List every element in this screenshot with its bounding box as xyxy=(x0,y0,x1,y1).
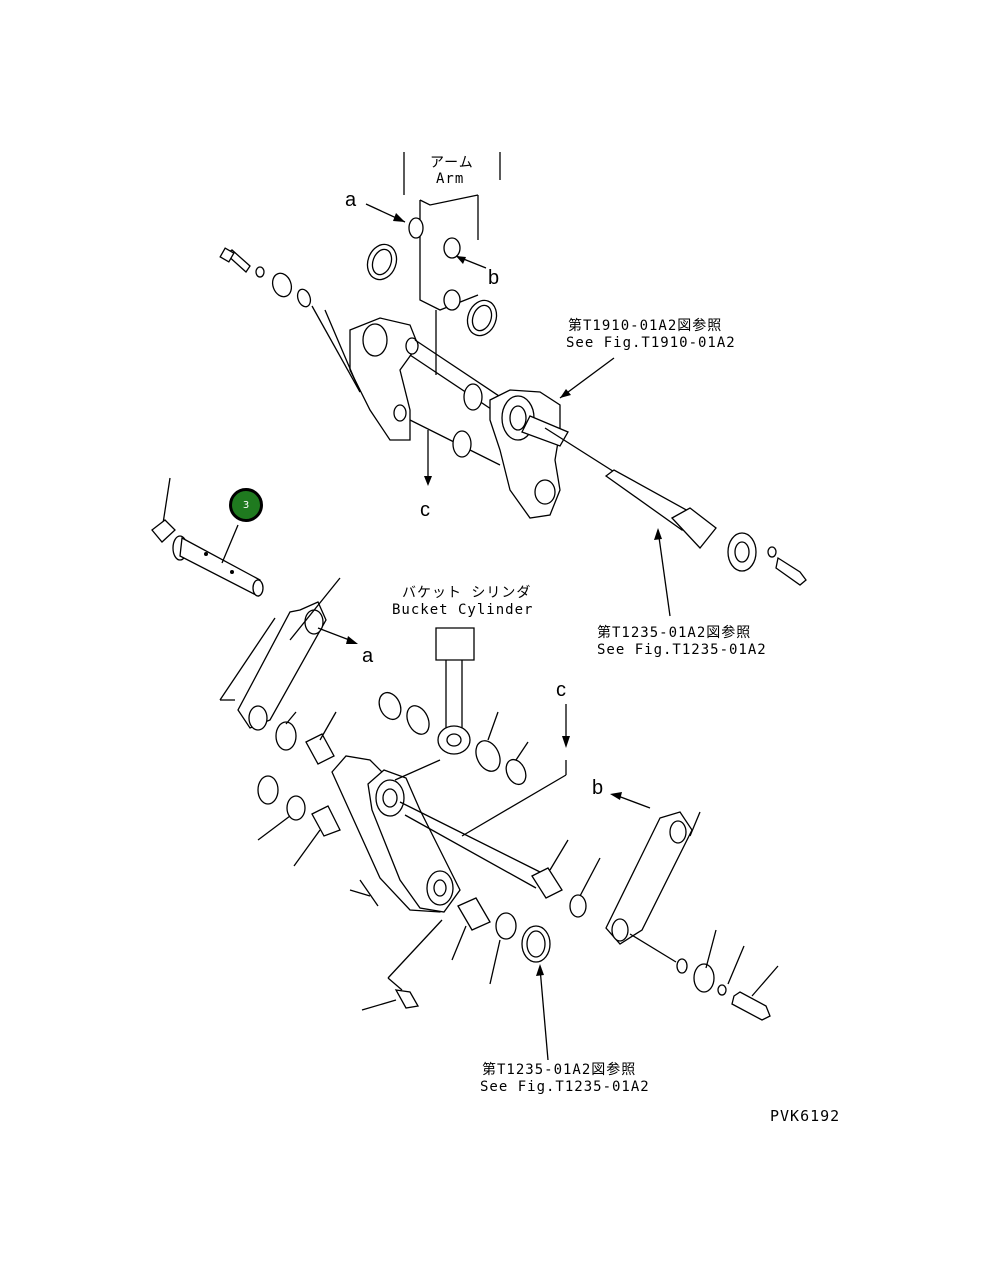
drawing-code: PVK6192 xyxy=(770,1107,841,1125)
bucket-cylinder xyxy=(435,627,475,755)
arm-part xyxy=(403,152,501,375)
bushings-lower-left xyxy=(257,711,341,867)
bolt-washer-top-left xyxy=(219,247,312,308)
arm-label-en: Arm xyxy=(436,171,465,187)
letter-c-top: c xyxy=(420,499,430,521)
leader-b-lower xyxy=(610,792,651,809)
ref-mid-en: See Fig.T1235-01A2 xyxy=(597,642,767,658)
leader-a-top xyxy=(365,203,406,223)
ref-top-en: See Fig.T1910-01A2 xyxy=(566,335,736,351)
link-plate-lower-left xyxy=(219,577,341,731)
pin-left-with-grease xyxy=(151,477,264,598)
link-plate-lower-right xyxy=(605,811,701,963)
leader-c-lower xyxy=(461,704,570,837)
link-plate-top-right xyxy=(489,389,569,519)
leader-ref-mid xyxy=(654,528,671,617)
bucket-cylinder-en: Bucket Cylinder xyxy=(392,602,534,618)
pin-long-right xyxy=(544,427,807,586)
letter-b-top: b xyxy=(488,267,500,289)
leader-ref-top xyxy=(559,357,615,399)
ref-top-jp: 第T1910-01A2図参照 xyxy=(568,318,723,334)
bushings-bottom xyxy=(451,897,551,985)
ref-mid-jp: 第T1235-01A2図参照 xyxy=(597,625,752,641)
bushings-cylinder xyxy=(378,691,529,786)
link-plate-top-left xyxy=(311,305,419,441)
ref-bottom-jp: 第T1235-01A2図参照 xyxy=(482,1062,637,1078)
bolt-washer-lower-right xyxy=(676,929,779,1021)
part-callout-3[interactable]: 3 xyxy=(229,488,263,522)
bucket-cylinder-jp: バケット シリンダ xyxy=(402,585,532,601)
pin-lower xyxy=(399,801,601,918)
letter-a-top: a xyxy=(345,189,357,211)
ref-bottom-en: See Fig.T1235-01A2 xyxy=(480,1079,650,1095)
letter-c-lower: c xyxy=(556,679,566,701)
bucket-link-pair xyxy=(331,755,461,913)
arm-label-jp: アーム xyxy=(430,155,474,171)
leader-ref-bottom xyxy=(536,964,549,1061)
grease-fitting-bottom xyxy=(361,919,443,1011)
leader-c-top xyxy=(424,430,432,486)
leader-b-top xyxy=(455,255,487,269)
seal-rings-top xyxy=(366,243,498,337)
letter-b-lower: b xyxy=(592,777,604,799)
letter-a-lower: a xyxy=(362,645,374,667)
leader-a-lower xyxy=(317,627,358,644)
